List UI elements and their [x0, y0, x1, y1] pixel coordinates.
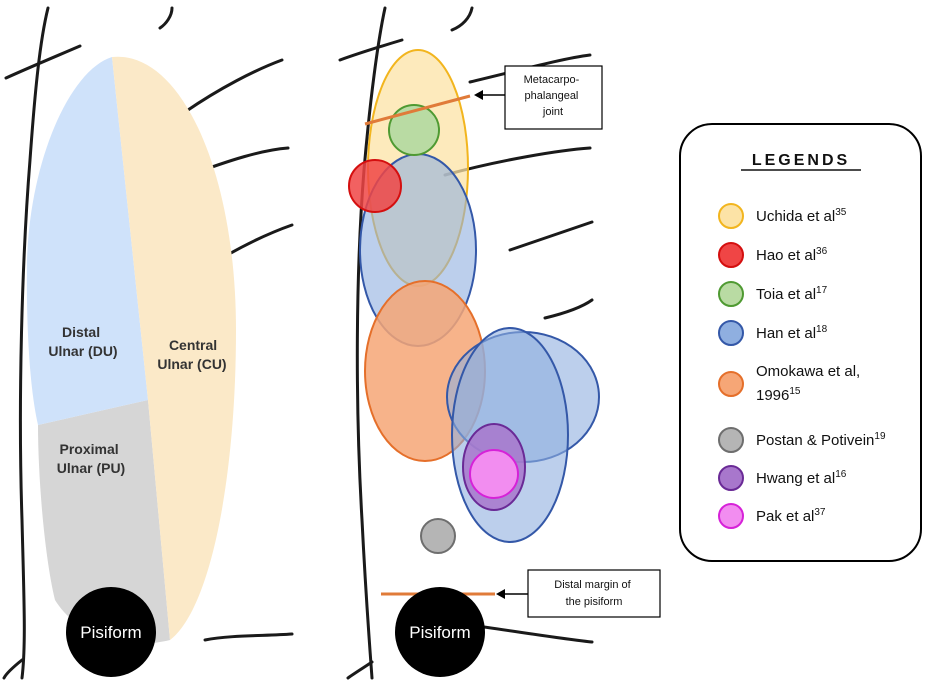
zone-postan	[421, 519, 455, 553]
legend-title: LEGENDS	[752, 152, 850, 169]
svg-text:Uchida et al35: Uchida et al35	[756, 207, 847, 225]
left-panel: Distal Ulnar (DU) Central Ulnar (CU) Pro…	[4, 8, 292, 678]
legend-item-han: Han et al18	[719, 321, 828, 345]
right-panel: Pisiform Metacarpo- phalangeal joint Dis…	[340, 8, 660, 678]
svg-text:Hwang et al16: Hwang et al16	[756, 469, 847, 487]
callout-distal-margin: Distal margin of the pisiform	[496, 570, 660, 617]
zone-toia	[389, 105, 439, 155]
legend-item-hwang: Hwang et al16	[719, 466, 847, 490]
legend-item-uchida: Uchida et al35	[719, 204, 847, 228]
legend-item-toia: Toia et al17	[719, 282, 828, 306]
legend-box: LEGENDS Uchida et al35 Hao et al36 Toia …	[680, 124, 921, 561]
legend-item-pak: Pak et al37	[719, 504, 826, 528]
pisiform-right-label: Pisiform	[409, 623, 470, 642]
arrow-head-icon	[496, 589, 505, 599]
svg-text:Postan & Potivein19: Postan & Potivein19	[756, 431, 886, 449]
zone-pak	[470, 450, 518, 498]
svg-text:Omokawa et al,: Omokawa et al,	[756, 363, 860, 380]
legend-item-hao: Hao et al36	[719, 243, 828, 267]
arrow-head-icon	[474, 90, 483, 100]
zone-hao	[349, 160, 401, 212]
pisiform-left-label: Pisiform	[80, 623, 141, 642]
